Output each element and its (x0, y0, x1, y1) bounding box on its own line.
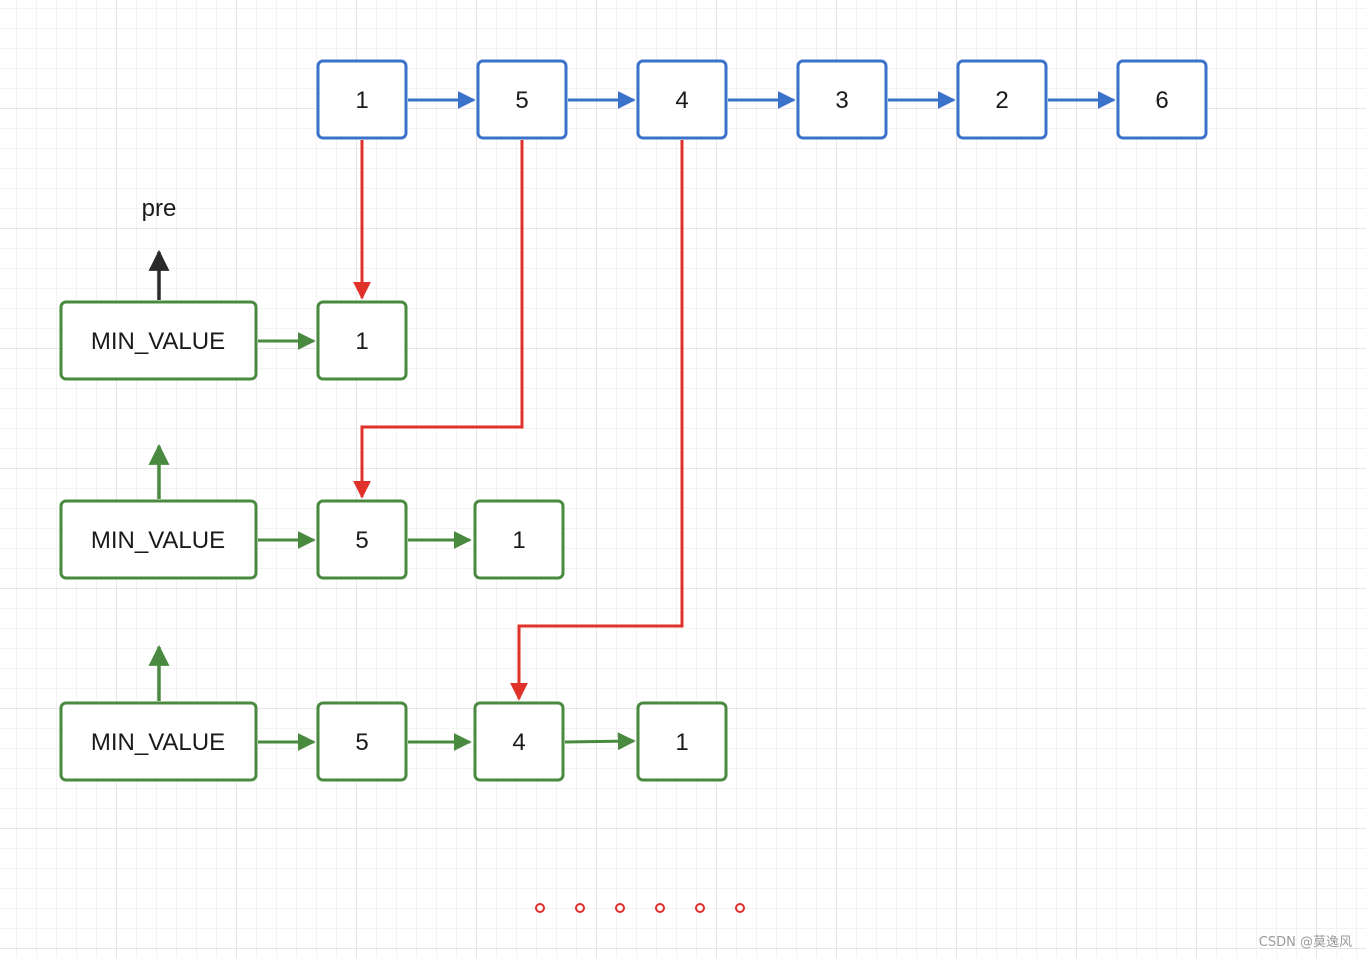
row-1-node-1: 1 (316, 300, 408, 381)
top-node-4: 3 (796, 59, 888, 140)
top-node-2-label: 5 (515, 87, 528, 114)
row-3-head-label: MIN_VALUE (91, 729, 225, 756)
top-node-5-label: 2 (995, 87, 1008, 114)
top-node-2: 5 (476, 59, 568, 140)
row-3-node-3-label: 1 (675, 729, 688, 756)
ellipsis-dot (535, 903, 545, 913)
top-node-1-label: 1 (355, 87, 368, 114)
row-3-node-2: 4 (473, 701, 565, 782)
top-node-3-label: 4 (675, 87, 688, 114)
insert-arrow-3 (510, 140, 684, 701)
ellipsis-dots (535, 903, 745, 913)
top-node-3: 4 (636, 59, 728, 140)
row-3-node-1: 5 (316, 701, 408, 782)
top-node-5: 2 (956, 59, 1048, 140)
row-1: MIN_VALUE 1 (59, 300, 408, 381)
row-2-head: MIN_VALUE (59, 499, 258, 580)
insertion-arrows (353, 140, 684, 701)
row-2-node-2-label: 1 (512, 527, 525, 554)
row-2-node-1: 5 (316, 499, 408, 580)
row-3-head: MIN_VALUE (59, 701, 258, 782)
top-node-1: 1 (316, 59, 408, 140)
ellipsis-dot (735, 903, 745, 913)
row-1-head-label: MIN_VALUE (91, 328, 225, 355)
ellipsis-dot (575, 903, 585, 913)
row-1-node-1-label: 1 (355, 328, 368, 355)
watermark: CSDN @莫逸风 (1258, 935, 1352, 950)
row-3-node-3: 1 (636, 701, 728, 782)
row-2-node-1-label: 5 (355, 527, 368, 554)
ellipsis-dot (655, 903, 665, 913)
pre-label: pre (142, 195, 177, 222)
row-2: MIN_VALUE 5 1 (59, 443, 565, 580)
row-2-node-2: 1 (473, 499, 565, 580)
row-3-arrow-3 (564, 732, 636, 751)
row-3-node-1-label: 5 (355, 729, 368, 756)
insert-arrow-2 (353, 140, 524, 499)
ellipsis-dot (615, 903, 625, 913)
top-list: 1 5 4 3 2 6 (316, 59, 1208, 140)
row-2-head-label: MIN_VALUE (91, 527, 225, 554)
ellipsis-dot (695, 903, 705, 913)
top-node-6: 6 (1116, 59, 1208, 140)
top-node-4-label: 3 (835, 87, 848, 114)
row-3: MIN_VALUE 5 4 1 (59, 644, 728, 782)
row-3-node-2-label: 4 (512, 729, 525, 756)
row-1-head: MIN_VALUE (59, 300, 258, 381)
top-node-6-label: 6 (1155, 87, 1168, 114)
